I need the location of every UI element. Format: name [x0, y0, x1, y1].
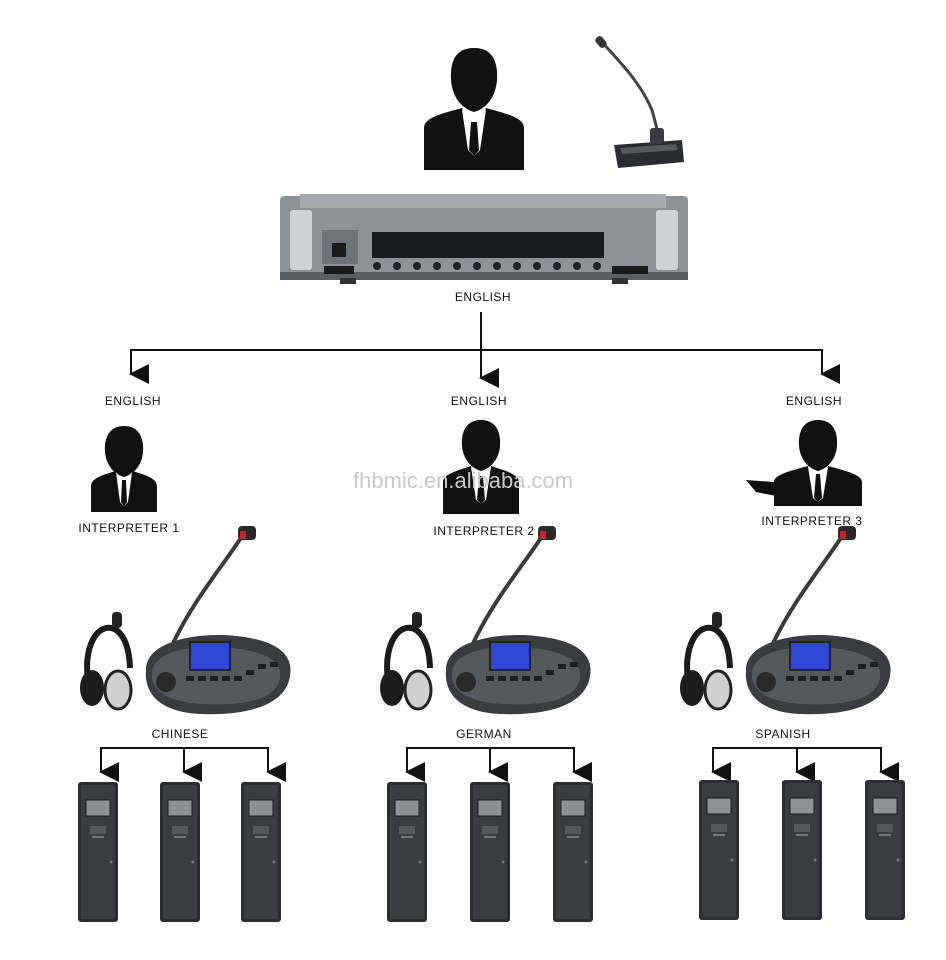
receiver-german-3	[552, 781, 594, 923]
interpreter-2-label: INTERPRETER 2	[433, 524, 535, 538]
receiver-spanish-2	[781, 779, 823, 921]
output-language-1-label: CHINESE	[151, 727, 209, 741]
headphones-icon	[80, 612, 133, 711]
output-language-3-label: SPANISH	[755, 727, 811, 741]
branch-1-input-label: ENGLISH	[104, 394, 162, 408]
receiver-chinese-1	[77, 781, 119, 923]
watermark: fhbmic.en.alibaba.com	[353, 468, 574, 493]
receiver-chinese-3	[240, 781, 282, 923]
speaker-silhouette-icon	[424, 48, 524, 170]
interpreter-2-silhouette-icon	[443, 420, 519, 514]
output-language-2-label: GERMAN	[456, 727, 512, 741]
receiver-spanish-3	[864, 779, 906, 921]
source-language-label: ENGLISH	[454, 290, 512, 304]
interpreter-desk-unit	[145, 526, 291, 715]
interpreter-console-1	[80, 526, 291, 715]
interpreter-3-silhouette-icon	[746, 420, 862, 506]
interpreter-1-label: INTERPRETER 1	[78, 521, 180, 535]
receiver-german-2	[469, 781, 511, 923]
branch-3-input-label: ENGLISH	[785, 394, 843, 408]
receiver-spanish-1	[698, 779, 740, 921]
interpreter-3-label: INTERPRETER 3	[761, 514, 863, 528]
receiver-german-1	[386, 781, 428, 923]
delegate-microphone-icon	[595, 36, 684, 168]
main-control-unit	[280, 194, 688, 284]
receiver-chinese-2	[159, 781, 201, 923]
branch-2-input-label: ENGLISH	[450, 394, 508, 408]
interpreter-1-silhouette-icon	[91, 426, 157, 512]
